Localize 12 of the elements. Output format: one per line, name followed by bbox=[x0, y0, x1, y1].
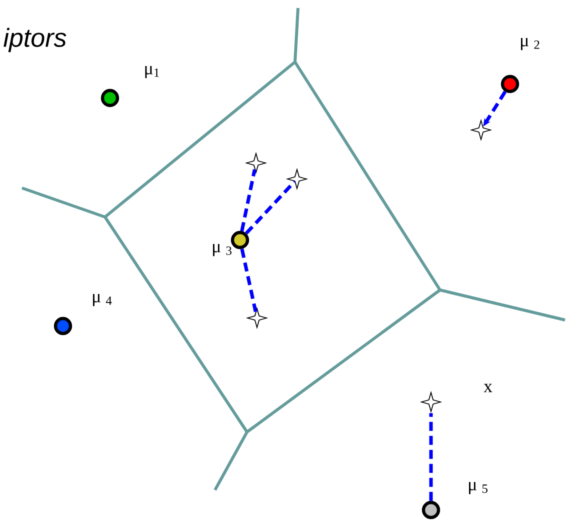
centroid-dot bbox=[54, 316, 72, 336]
centroid-label: μ $_{4}$ bbox=[92, 294, 112, 306]
centroid-label: μ $_{5}$ bbox=[469, 482, 488, 494]
centroid-dot bbox=[422, 500, 440, 520]
centroid-label: μ $_{3}$ bbox=[212, 244, 232, 256]
heading-text: iptors bbox=[4, 28, 66, 52]
centroid-label: x bbox=[484, 384, 492, 392]
centroid-label: μ $_{2}$ bbox=[521, 38, 540, 50]
centroid-dot bbox=[500, 74, 520, 94]
centroid-dot bbox=[230, 230, 250, 250]
centroid-label: μ$_{1}$ bbox=[145, 66, 159, 78]
centroid-dot bbox=[100, 88, 120, 108]
